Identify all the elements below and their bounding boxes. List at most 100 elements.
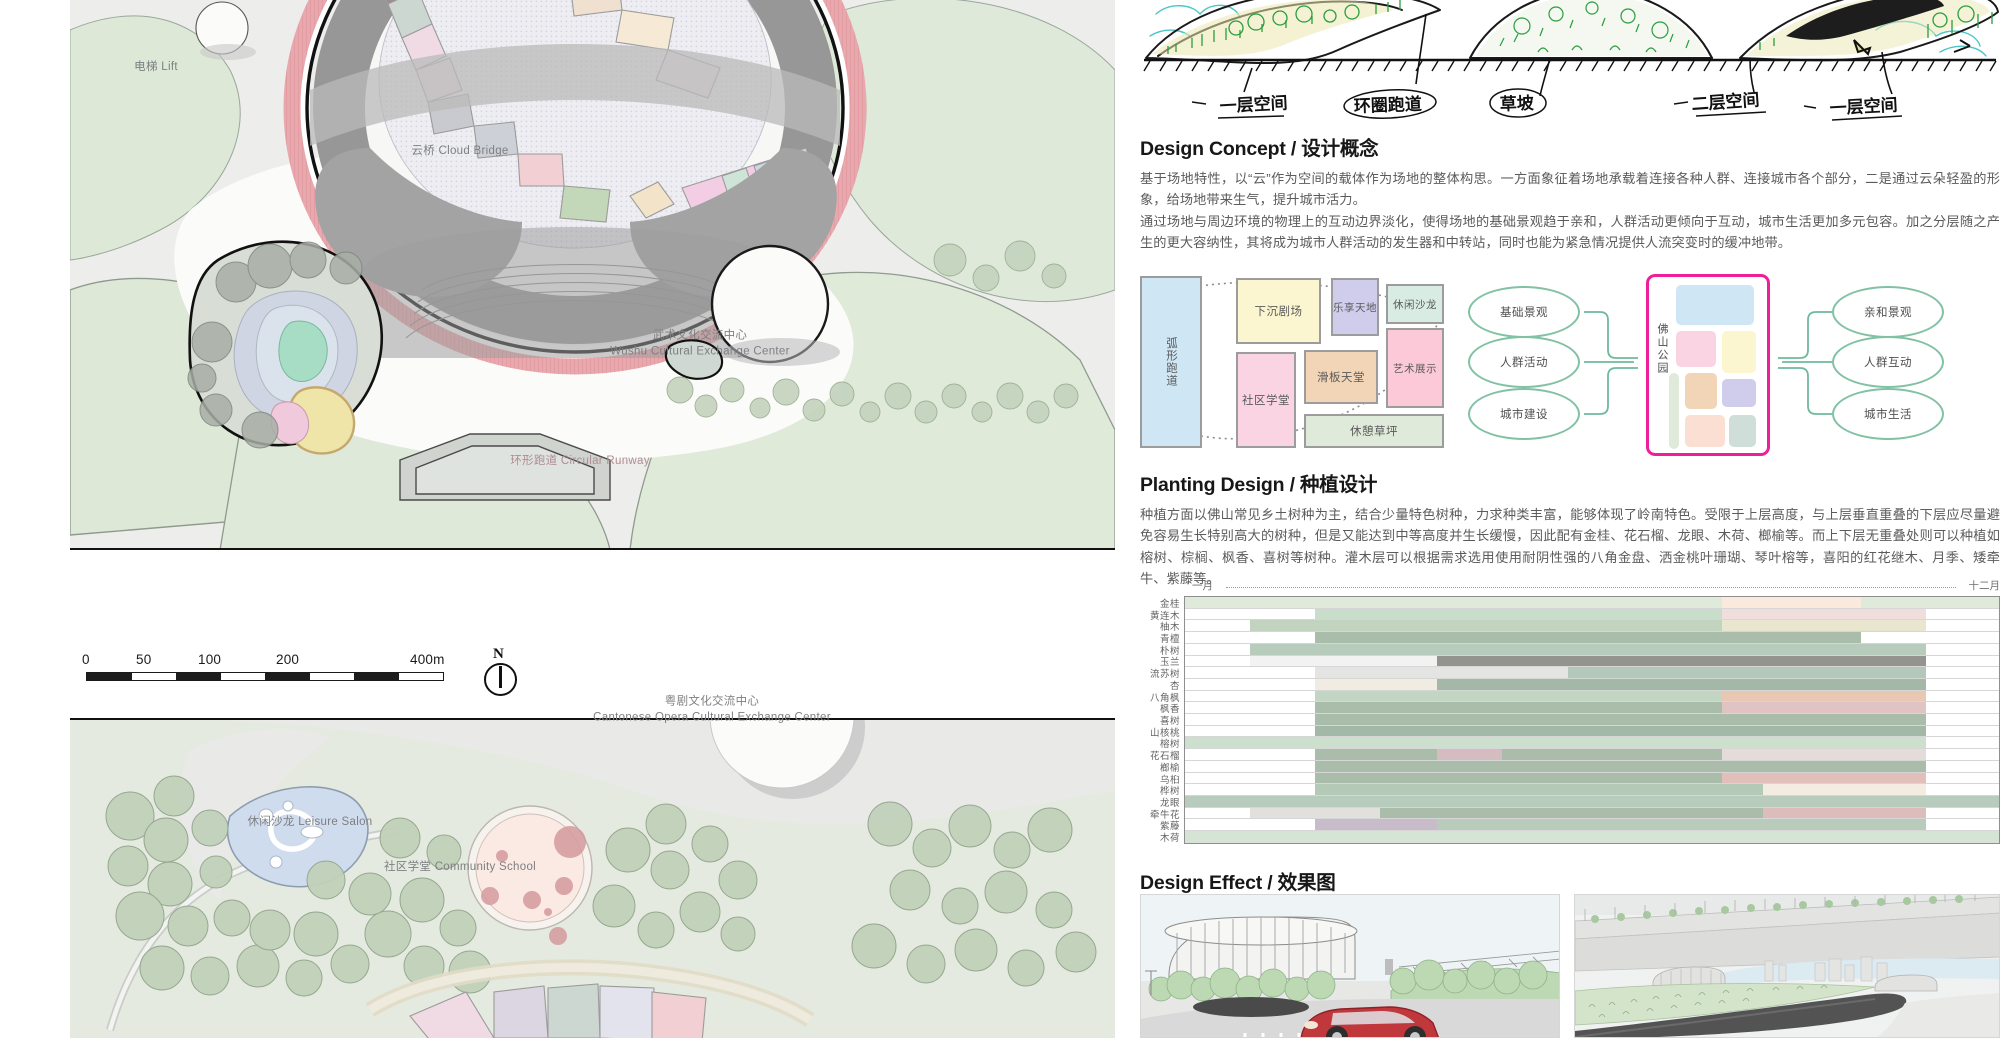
planting-bar [1315, 819, 1438, 831]
plan-label-lift-en: Lift [161, 61, 178, 74]
center-cell-0 [1676, 285, 1754, 325]
planting-row-label: 山核桃 [1149, 727, 1180, 739]
center-cell-5 [1722, 379, 1756, 407]
program-block-5-label: 滑板天堂 [1317, 372, 1365, 384]
planting-bar [1437, 749, 1503, 760]
design-concept-paragraph-1: 基于场地特性，以“云”作为空间的载体作为场地的整体构思。一方面象征着场地承载着连… [1140, 171, 2000, 208]
mindmap-left-node-2-label: 城市建设 [1500, 409, 1548, 421]
planting-bar [1762, 807, 1926, 819]
planting-row-label: 喜树 [1159, 716, 1180, 727]
concept-mindmap: 基础景观 人群活动 城市建设 亲和景观 人群互动 城市生活 佛山公园 [1466, 270, 2000, 460]
scale-tick-0: 0 [82, 652, 90, 667]
planting-design-title: Planting Design / 种植设计 [1140, 474, 1378, 496]
planting-row-label: 紫藤 [1159, 821, 1180, 833]
mindmap-center-label: 佛山公园 [1656, 323, 1668, 375]
plan-label-cloud-bridge: 云桥 Cloud Bridge [411, 144, 508, 160]
planting-row-label: 金桂 [1159, 598, 1180, 610]
planting-row-label: 枫香 [1159, 704, 1180, 716]
planting-row [1185, 807, 1999, 820]
planting-bar [1185, 597, 1723, 608]
sketch-annotation-2: 草坡 [1499, 93, 1534, 114]
planting-bar [1250, 643, 1926, 655]
mindmap-right-node-0: 亲和景观 [1832, 286, 1944, 338]
program-block-6-label: 艺术展示 [1393, 362, 1437, 375]
planting-bar [1762, 784, 1926, 795]
center-cell-1 [1676, 331, 1716, 367]
plan-label-circular-runway: 环形跑道 Circular Runway [510, 454, 650, 470]
north-arrow-letter: N [493, 646, 504, 662]
planting-row [1185, 749, 1999, 761]
program-block-7-label: 休憩草坪 [1350, 426, 1398, 438]
upper-site-plan [70, 0, 1115, 550]
chart-plot-area [1184, 596, 2000, 844]
planting-row-label: 木荷 [1159, 833, 1180, 845]
planting-row-label: 玉兰 [1159, 657, 1180, 669]
planting-row [1185, 690, 1999, 703]
program-block-6: 艺术展示 [1386, 328, 1444, 408]
planting-row-label: 杏 [1169, 680, 1180, 692]
planting-row [1185, 714, 1999, 726]
program-block-diagram: 弧形跑道 下沉剧场 乐享天地 休闲沙龙 社区学堂 滑板天堂 艺术 [1140, 270, 1450, 460]
scale-tick-200: 200 [276, 652, 300, 667]
program-block-3: 休闲沙龙 [1386, 284, 1444, 324]
design-effect-title: Design Effect / 效果图 [1140, 872, 1336, 894]
planting-bar [1315, 784, 1763, 795]
planting-row [1185, 819, 1999, 832]
planting-bar [1380, 807, 1763, 819]
planting-row [1185, 702, 1999, 715]
planting-bar [1315, 690, 1723, 702]
planting-row [1185, 620, 1999, 633]
planting-row-label: 榔榆 [1159, 762, 1180, 774]
planting-bar [1722, 772, 1926, 784]
underpass-view-render [1574, 894, 2000, 1038]
content-column: 一层空间 环圈跑道 草坡 二层空间 一层空间 [1140, 0, 2000, 1038]
planting-bar [1722, 749, 1926, 760]
planting-row [1185, 608, 1999, 621]
planting-row [1185, 632, 1999, 644]
planting-bar [1722, 597, 1861, 608]
plan-label-community-school-en: Community School [434, 861, 537, 874]
planting-bar [1860, 597, 1999, 608]
program-block-4: 社区学堂 [1236, 352, 1296, 448]
program-block-4-label: 社区学堂 [1242, 395, 1290, 407]
plan-label-wushu-center-cn: 武术文化交流中心 [652, 329, 748, 342]
planting-row-label: 花石榴 [1149, 751, 1180, 763]
mindmap-right-node-2-label: 城市生活 [1864, 409, 1912, 421]
mindmap-right-node-0-label: 亲和景观 [1864, 307, 1912, 319]
design-concept-section: Design Concept / 设计概念 基于场地特性，以“云”作为空间的载体… [1140, 132, 2000, 254]
scale-tick-100: 100 [198, 652, 222, 667]
plan-label-lift: 电梯 Lift [134, 60, 178, 76]
planting-bar [1185, 795, 1999, 807]
mindmap-left-node-1-label: 人群活动 [1500, 357, 1548, 369]
planting-bar [1315, 678, 1438, 690]
plan-label-wushu-center-en: Wushu Cultural Exchange Center [610, 345, 790, 357]
plan-label-leisure-salon-en: Leisure Salon [298, 816, 373, 829]
plan-label-lift-cn: 电梯 [134, 61, 158, 74]
mindmap-left-node-0-label: 基础景观 [1500, 307, 1548, 319]
center-cell-2 [1722, 331, 1756, 373]
planting-bar [1250, 655, 1438, 667]
planting-row-label: 柚木 [1159, 622, 1180, 634]
planting-bar [1250, 807, 1381, 819]
planting-bar [1315, 772, 1723, 784]
planting-bar [1437, 819, 1926, 831]
planting-row-label: 黄连木 [1149, 610, 1180, 622]
program-block-2: 乐享天地 [1331, 278, 1379, 336]
planting-bar [1437, 655, 1926, 667]
planting-bar [1315, 760, 1926, 772]
planting-row-label: 龙眼 [1159, 798, 1180, 809]
scale-bar-ticks [86, 672, 444, 681]
plan-label-leisure-salon-cn: 休闲沙龙 [247, 816, 295, 829]
planting-bar [1567, 667, 1926, 678]
planting-row [1185, 784, 1999, 796]
planting-bar [1722, 620, 1926, 632]
sketch-annotation-4: 一层空间 [1829, 94, 1898, 118]
lower-site-plan [70, 718, 1115, 1038]
plan-label-cloud-bridge-en: Cloud Bridge [438, 145, 509, 158]
planting-row-label: 牵牛花 [1149, 809, 1180, 821]
planting-bar [1315, 667, 1568, 678]
center-cell-6 [1685, 415, 1725, 447]
planting-bar [1315, 608, 1723, 620]
plan-label-leisure-salon: 休闲沙龙 Leisure Salon [248, 815, 373, 831]
planting-bar [1315, 749, 1438, 760]
